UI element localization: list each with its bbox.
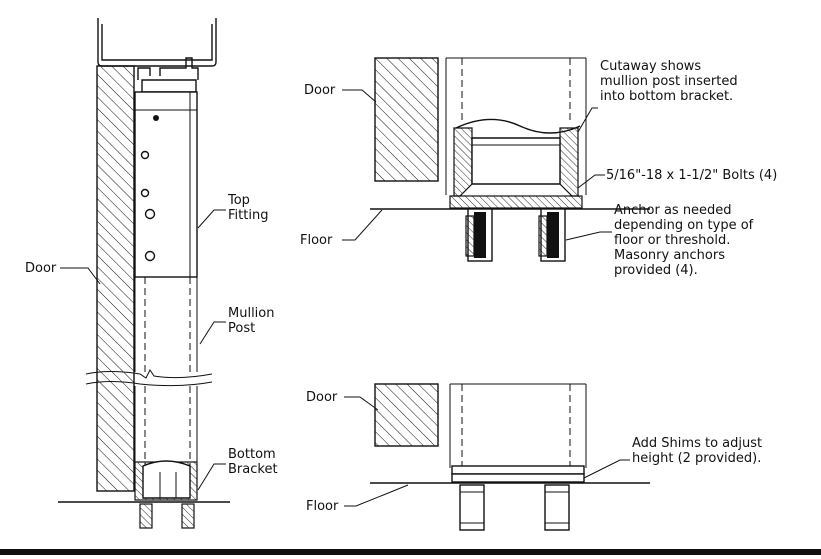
shim-1 — [451, 465, 585, 475]
label-door-top: Door — [304, 83, 336, 98]
note-bolts: 5/16"-18 x 1-1/2" Bolts (4) — [606, 168, 777, 183]
top-fitting — [134, 91, 198, 278]
left-elevation — [58, 18, 230, 529]
top-fitting-clips — [137, 57, 199, 93]
door-slab-bottom — [374, 383, 439, 447]
label-door-left: Door — [25, 261, 57, 276]
screw-hole-4 — [144, 208, 156, 220]
masonry-anchors — [465, 208, 566, 262]
door-slab-top — [374, 57, 439, 182]
header-channel — [97, 18, 217, 67]
door-slab-left — [96, 65, 135, 492]
anchors-bottom — [459, 484, 570, 531]
anchor-left-2 — [181, 503, 195, 529]
screw-hole-2 — [140, 150, 150, 160]
bracket-base-plate — [449, 195, 583, 209]
screw-hole-5 — [144, 250, 156, 262]
mullion-post — [134, 277, 198, 466]
label-floor-top: Floor — [300, 233, 333, 248]
shim-2 — [451, 473, 585, 483]
screw-hole-3 — [140, 188, 150, 198]
anchor-left-1 — [139, 503, 153, 529]
label-floor-bottom: Floor — [306, 499, 339, 514]
top-section-detail — [342, 57, 650, 262]
bottom-bracket-left — [134, 460, 198, 501]
shim-detail — [344, 383, 650, 531]
break-line — [85, 369, 213, 387]
label-door-bottom: Door — [306, 390, 338, 405]
screw-hole-1 — [153, 115, 159, 121]
bottom-border-bar — [0, 549, 821, 555]
